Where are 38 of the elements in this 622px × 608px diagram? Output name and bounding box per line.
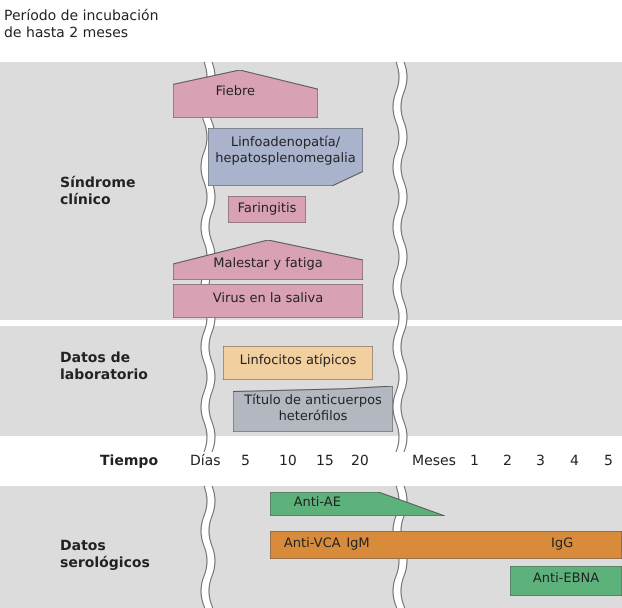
incubation-note: Período de incubación de hasta 2 meses	[4, 8, 160, 42]
bar-label: IgG	[550, 536, 574, 552]
tick-label: 5	[604, 453, 614, 470]
tick-label: 4	[570, 453, 580, 470]
bar-label: Fiebre	[214, 84, 256, 100]
duration-bar	[233, 386, 393, 432]
bar-label: Anti-AE	[292, 494, 342, 511]
bar-label: Linfocitos atípicos	[238, 353, 358, 370]
row-heading: Datos serológicos	[60, 538, 150, 572]
tick-label: 5	[241, 453, 251, 470]
duration-bar	[228, 196, 306, 223]
bar-label: Título de anticuerpos heterófilos	[243, 393, 383, 426]
axis-title: Tiempo	[100, 453, 160, 470]
tick-label: 3	[536, 453, 546, 470]
tick-label: 2	[503, 453, 513, 470]
duration-bar	[208, 128, 363, 186]
bar-label: Linfoadenopatía/ hepatosplenomegalia	[214, 134, 357, 167]
duration-bar	[173, 240, 363, 280]
bar-label: Virus en la saliva	[212, 291, 324, 308]
bar-label: Faringitis	[236, 200, 298, 217]
bar-label: IgM	[345, 536, 371, 552]
duration-bar	[173, 70, 318, 118]
tick-label: 15	[316, 453, 335, 470]
duration-bar	[223, 346, 373, 380]
duration-bar	[270, 531, 622, 559]
duration-bar	[270, 492, 445, 516]
row-heading: Síndrome clínico	[60, 175, 136, 209]
tick-label: 20	[351, 453, 370, 470]
tick-label: 10	[279, 453, 298, 470]
bar-label: Malestar y fatiga	[212, 256, 324, 272]
axis-unit: Meses	[412, 453, 457, 470]
duration-bar	[510, 566, 622, 596]
axis-unit: Días	[190, 453, 222, 470]
bar-label: Anti-EBNA	[532, 571, 600, 588]
tick-label: 1	[470, 453, 480, 470]
duration-bar	[173, 284, 363, 318]
bar-label: Anti-VCA	[282, 536, 342, 552]
row-heading: Datos de laboratorio	[60, 350, 149, 384]
